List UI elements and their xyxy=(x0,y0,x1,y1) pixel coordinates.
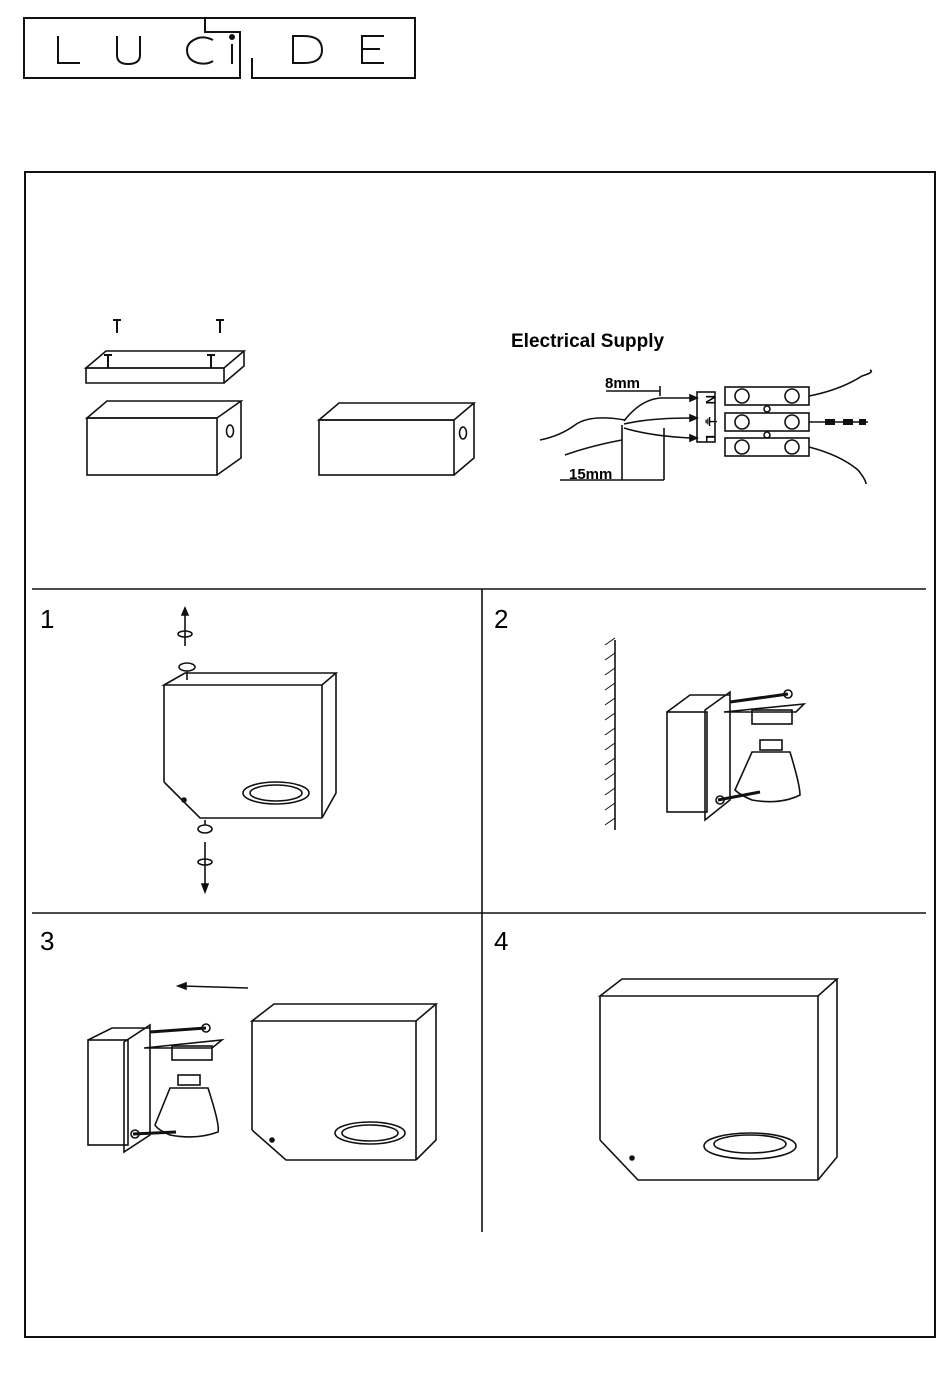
step-2-number: 2 xyxy=(494,604,508,634)
electrical-supply-title: Electrical Supply xyxy=(511,331,665,352)
step-1-diagram xyxy=(164,608,336,892)
strip-length-label: 8mm xyxy=(605,375,640,392)
step-1-number: 1 xyxy=(40,604,54,634)
terminal-earth-label: ⏚ xyxy=(703,415,718,428)
exploded-housing-diagram xyxy=(86,320,474,475)
step-2-diagram xyxy=(605,638,804,830)
step-3-number: 3 xyxy=(40,926,54,956)
terminal-n-label: N xyxy=(703,395,718,404)
step-4-diagram xyxy=(600,979,837,1180)
step-4-number: 4 xyxy=(494,926,508,956)
terminal-l-label: L xyxy=(703,435,718,443)
step-3-diagram xyxy=(88,983,436,1160)
sheath-length-label: 15mm xyxy=(569,466,612,483)
